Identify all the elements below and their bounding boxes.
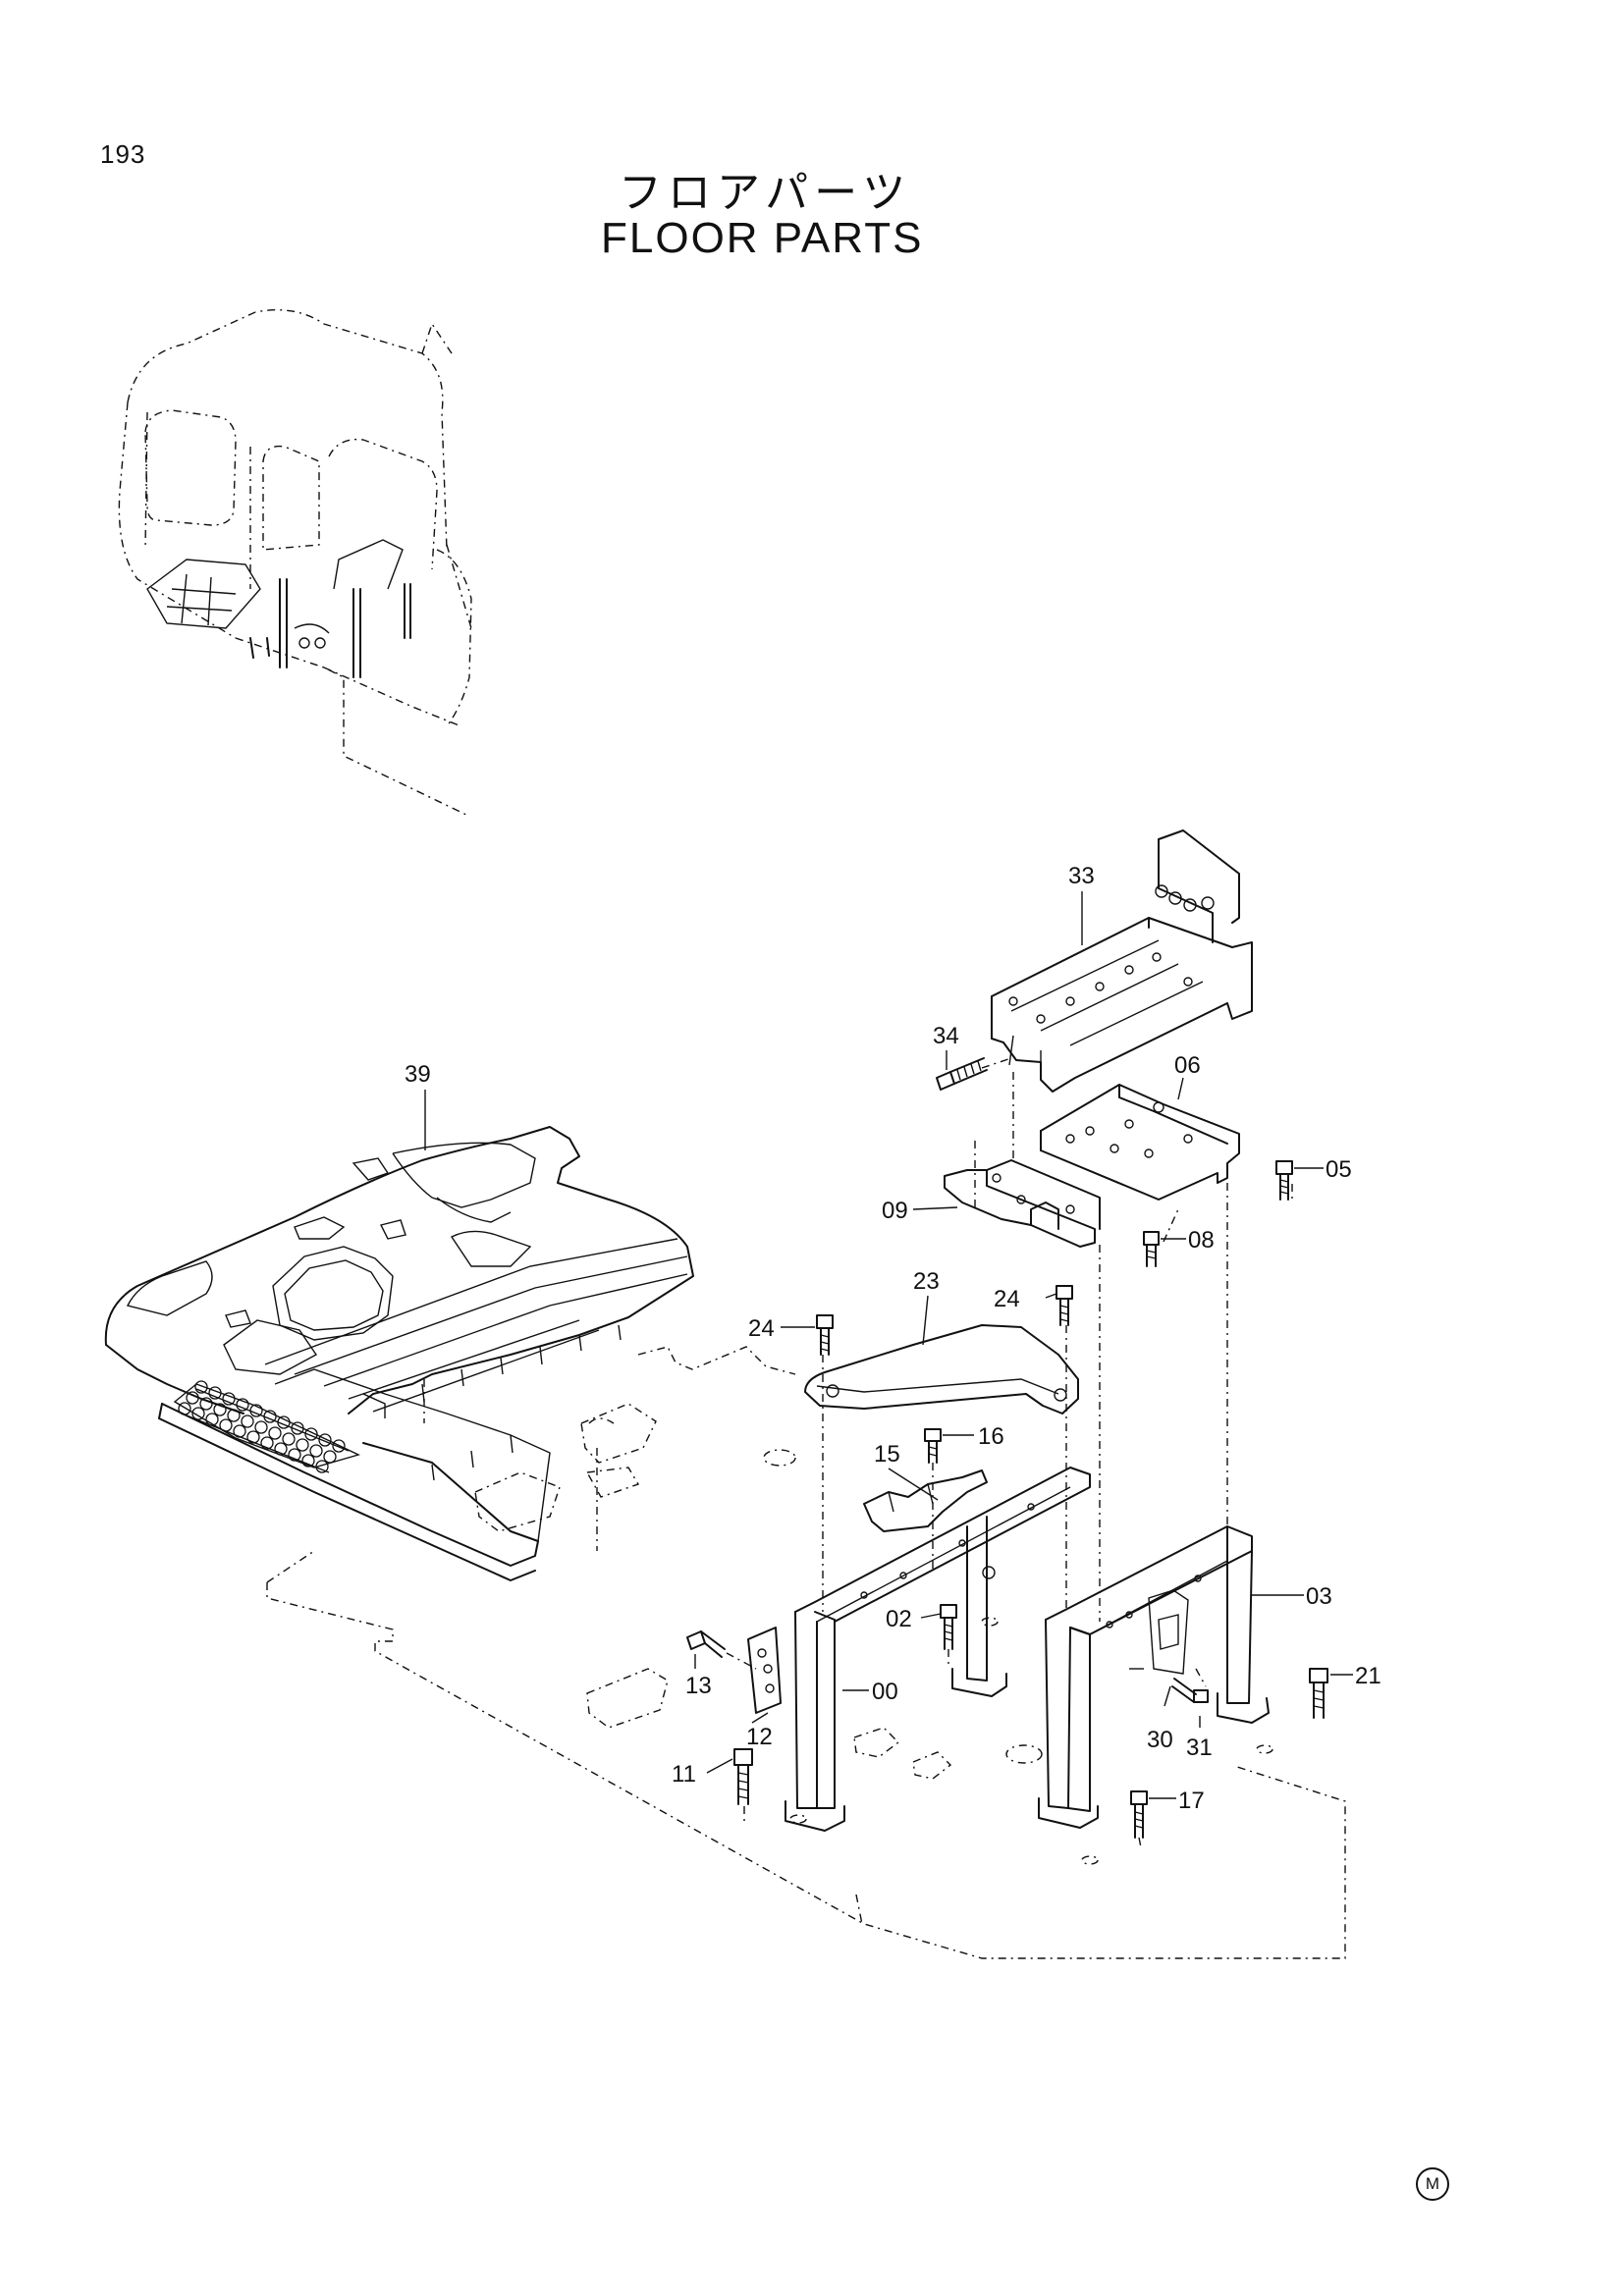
- part-label-21: 21: [1355, 1663, 1381, 1689]
- title-japanese: フロアパーツ: [619, 168, 912, 218]
- bolt-34: [936, 1057, 988, 1091]
- part-label-09: 09: [882, 1198, 908, 1224]
- bolt-17: [1130, 1790, 1148, 1839]
- bolt-13: [686, 1630, 726, 1658]
- bolt-31: [1171, 1678, 1209, 1703]
- part-label-13: 13: [685, 1673, 712, 1699]
- part-label-12: 12: [746, 1724, 773, 1750]
- bracket-33: [991, 829, 1253, 1093]
- part-label-03: 03: [1306, 1583, 1332, 1610]
- part-label-33: 33: [1068, 863, 1095, 889]
- stand-03: [1038, 1525, 1270, 1829]
- part-label-15: 15: [874, 1441, 900, 1468]
- part-label-24-right: 24: [994, 1286, 1020, 1312]
- cab-overview-illustration: [118, 309, 472, 816]
- bracket-06: [1040, 1084, 1240, 1201]
- part-label-30: 30: [1147, 1727, 1173, 1753]
- part-label-11: 11: [672, 1761, 696, 1788]
- bolt-16: [924, 1428, 942, 1464]
- part-label-16: 16: [978, 1423, 1004, 1450]
- m-mark: M: [1416, 2167, 1449, 2201]
- part-label-31: 31: [1186, 1735, 1213, 1761]
- part-label-23: 23: [913, 1268, 940, 1295]
- stand-00: [785, 1467, 1091, 1832]
- floor-mat-39: [104, 1126, 694, 1581]
- leader-lines: [424, 891, 1353, 1799]
- page-number: 193: [100, 139, 146, 169]
- bracket-09: [944, 1159, 1101, 1248]
- assembly-lines: [726, 1057, 1293, 1848]
- bolt-05: [1275, 1160, 1293, 1201]
- bolt-24-left: [816, 1314, 834, 1356]
- part-label-34: 34: [933, 1023, 959, 1049]
- part-label-00: 00: [872, 1679, 898, 1705]
- part-label-24-left: 24: [748, 1315, 775, 1342]
- bracket-23: [804, 1324, 1079, 1415]
- bracket-15: [863, 1469, 988, 1532]
- bolt-02: [940, 1604, 957, 1650]
- part-label-39: 39: [405, 1061, 431, 1088]
- bolt-24-right: [1056, 1285, 1073, 1326]
- bolt-21: [1309, 1668, 1328, 1719]
- title-english: FLOOR PARTS: [601, 214, 924, 262]
- part-labels: 33 34 06 05 08 09 23 24 24 16 15 02 00 1…: [405, 863, 1381, 1814]
- bolt-08: [1143, 1231, 1160, 1267]
- part-label-17: 17: [1178, 1788, 1205, 1814]
- floor-plate: [266, 1346, 1346, 1959]
- part-label-06: 06: [1174, 1052, 1201, 1079]
- plate-12: [747, 1627, 782, 1714]
- part-label-08: 08: [1188, 1227, 1215, 1254]
- bolt-11: [733, 1748, 753, 1805]
- part-label-02: 02: [886, 1606, 912, 1632]
- part-label-05: 05: [1326, 1156, 1352, 1183]
